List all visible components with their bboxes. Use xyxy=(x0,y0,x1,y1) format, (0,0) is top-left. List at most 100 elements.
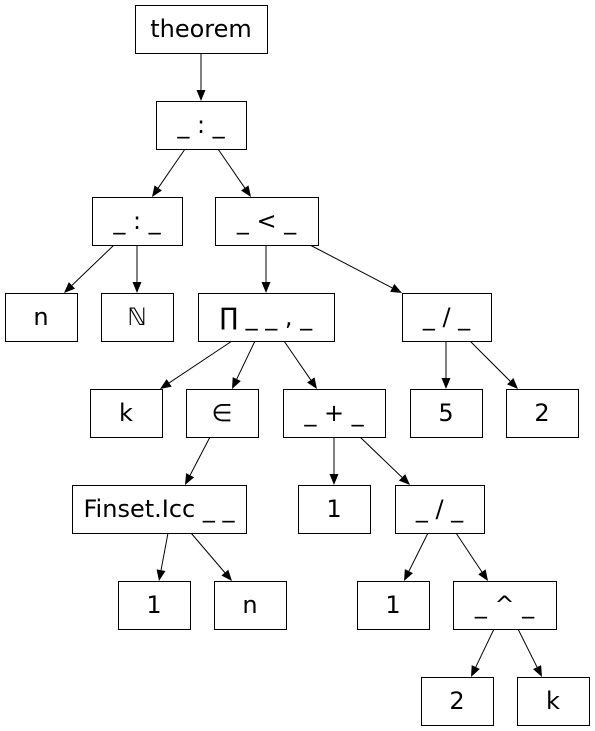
edge-line xyxy=(157,148,186,189)
tree-node-n18: n xyxy=(214,581,287,630)
edge-n2-n4 xyxy=(217,148,251,197)
node-label: _ : _ xyxy=(176,111,225,139)
node-box xyxy=(298,485,371,534)
edge-n7-n10 xyxy=(232,340,256,389)
edge-line xyxy=(189,436,211,476)
arrowhead-icon xyxy=(196,90,206,101)
node-label: k xyxy=(546,687,560,715)
node-box xyxy=(283,389,386,438)
node-label: ∈ xyxy=(212,399,233,427)
edge-line xyxy=(283,340,312,381)
node-box xyxy=(186,389,259,438)
edge-n14-n17 xyxy=(156,532,169,581)
node-label: k xyxy=(119,399,133,427)
node-label: _ ^ _ xyxy=(474,591,535,619)
node-label: 1 xyxy=(385,591,400,619)
node-box xyxy=(453,581,557,630)
edge-n7-n11 xyxy=(283,340,317,389)
node-box xyxy=(118,581,191,630)
edge-n1-n2 xyxy=(196,53,206,101)
node-box xyxy=(90,389,163,438)
node-box xyxy=(5,293,78,342)
node-box xyxy=(72,485,247,534)
edge-n3-n5 xyxy=(64,244,115,293)
node-box xyxy=(402,293,492,342)
edge-line xyxy=(469,340,511,382)
edge-n2-n3 xyxy=(152,148,186,197)
tree-node-n10: ∈ xyxy=(186,389,259,438)
node-label: n xyxy=(242,591,257,619)
tree-node-n4: _ < _ xyxy=(215,197,319,246)
node-box xyxy=(357,581,430,630)
node-label: _ / _ xyxy=(415,495,464,523)
arrowhead-icon xyxy=(152,185,162,197)
tree-node-n2: _ : _ xyxy=(156,101,247,150)
tree-node-n17: 1 xyxy=(118,581,191,630)
edge-n16-n20 xyxy=(455,532,488,581)
edge-line xyxy=(217,148,246,189)
arrowhead-icon xyxy=(132,282,142,293)
edge-n8-n12 xyxy=(441,341,451,389)
edge-n4-n7 xyxy=(261,245,271,293)
edge-n20-n21 xyxy=(471,628,495,677)
edge-line xyxy=(168,340,233,384)
node-label: _ : _ xyxy=(112,207,161,235)
tree-node-n14: Finset.Icc _ _ xyxy=(72,485,247,534)
arrowhead-icon xyxy=(478,569,488,581)
edge-n11-n16 xyxy=(359,436,410,485)
node-label: ∏ _ _ , _ xyxy=(220,303,313,331)
arrowhead-icon xyxy=(307,377,317,389)
arrowhead-icon xyxy=(241,185,251,197)
tree-node-n5: n xyxy=(5,293,78,342)
edge-n3-n6 xyxy=(132,245,142,293)
edge-line xyxy=(236,340,256,380)
arrowhead-icon xyxy=(398,474,410,485)
tree-node-n13: 2 xyxy=(506,389,579,438)
node-label: _ < _ xyxy=(236,207,297,235)
edge-line xyxy=(190,532,226,573)
edge-line xyxy=(160,532,169,571)
arrowhead-icon xyxy=(221,569,232,581)
node-box xyxy=(101,293,174,342)
node-box xyxy=(215,197,319,246)
tree-node-n11: _ + _ xyxy=(283,389,386,438)
edge-line xyxy=(517,628,538,668)
arrowhead-icon xyxy=(533,665,542,677)
tree-node-n6: ℕ xyxy=(101,293,174,342)
node-label: _ + _ xyxy=(303,399,364,427)
edge-line xyxy=(359,436,403,478)
tree-node-n16: _ / _ xyxy=(395,485,485,534)
node-label: 1 xyxy=(146,591,161,619)
node-box xyxy=(92,197,183,246)
tree-node-n7: ∏ _ _ , _ xyxy=(198,293,335,342)
arrowhead-icon xyxy=(404,569,413,581)
edge-n8-n13 xyxy=(469,340,518,389)
node-label: ℕ xyxy=(127,303,146,331)
node-label: theorem xyxy=(150,15,252,43)
arrowhead-icon xyxy=(261,282,271,293)
node-box xyxy=(410,389,483,438)
tree-node-n3: _ : _ xyxy=(92,197,183,246)
node-box xyxy=(517,677,590,726)
edge-n11-n15 xyxy=(329,437,339,485)
edge-line xyxy=(455,532,483,573)
node-box xyxy=(156,101,247,150)
edge-n7-n9 xyxy=(160,340,233,389)
arrowhead-icon xyxy=(156,569,166,581)
tree-node-n19: 1 xyxy=(357,581,430,630)
node-label: 2 xyxy=(449,687,464,715)
node-box xyxy=(421,677,494,726)
tree-node-n20: _ ^ _ xyxy=(453,581,557,630)
tree-node-n22: k xyxy=(517,677,590,726)
tree-node-n21: 2 xyxy=(421,677,494,726)
node-box xyxy=(506,389,579,438)
node-box xyxy=(214,581,287,630)
arrowhead-icon xyxy=(232,377,241,389)
node-label: n xyxy=(33,303,48,331)
arrowhead-icon xyxy=(441,378,451,389)
edges-layer xyxy=(64,53,542,677)
edge-n20-n22 xyxy=(517,628,542,677)
edge-line xyxy=(71,244,115,286)
